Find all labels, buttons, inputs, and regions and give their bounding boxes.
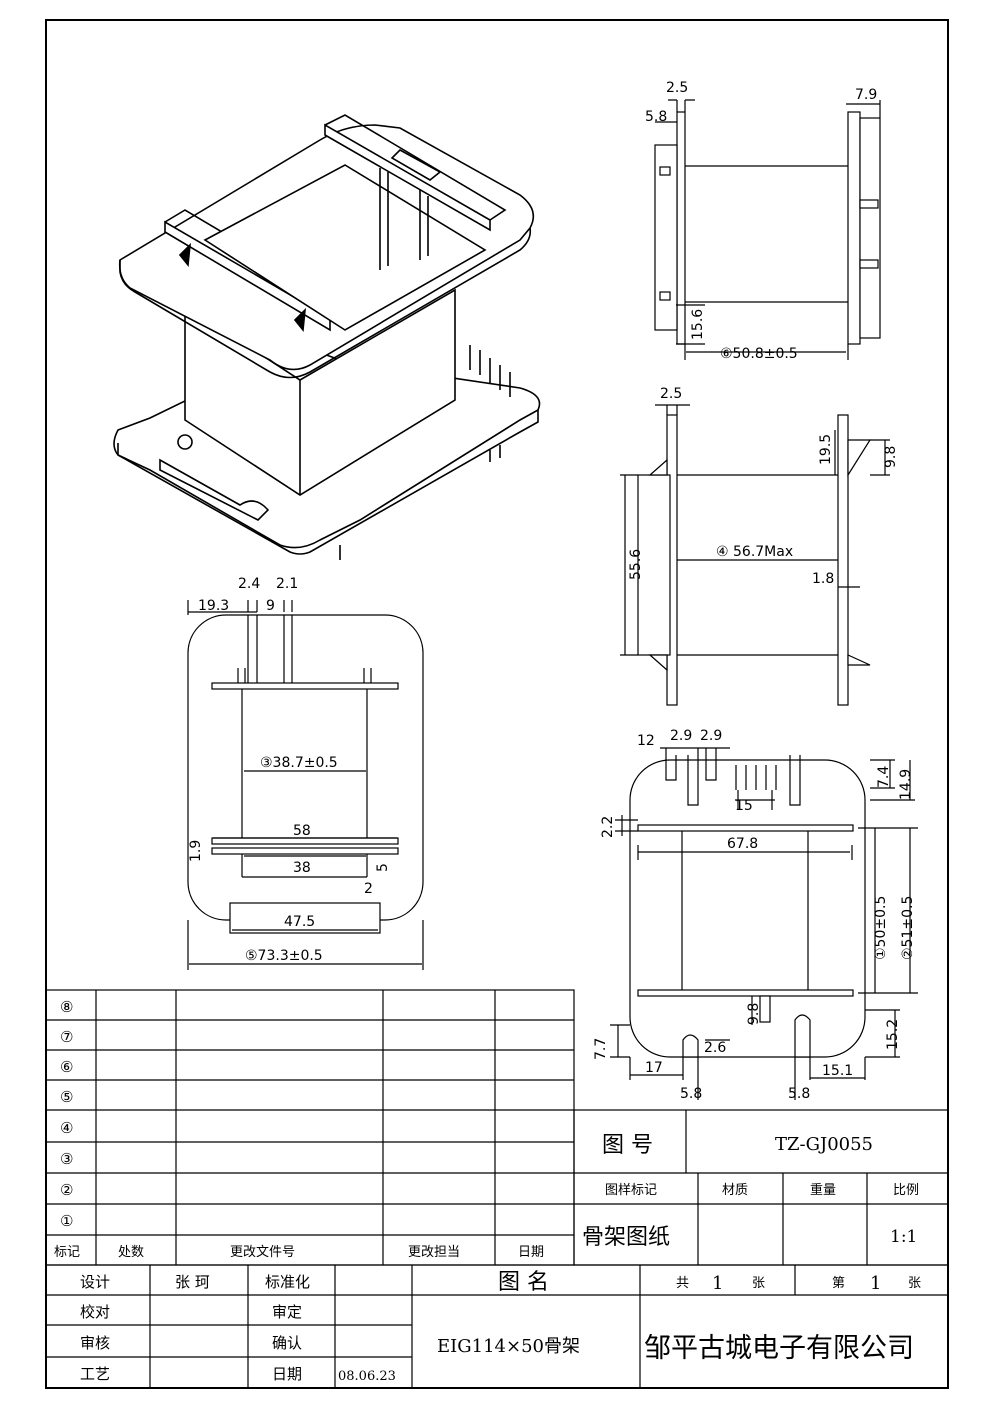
col-header: 重量: [810, 1182, 836, 1198]
rev-row-mark: ⑤: [60, 1088, 73, 1106]
row-label: 工艺: [80, 1365, 110, 1383]
front-dim-0: 2.5: [660, 386, 682, 402]
bottom-dim-17: 15.1: [822, 1063, 853, 1079]
top-dim-6: 38: [293, 860, 311, 876]
row-label2: 日期: [272, 1365, 302, 1383]
bottom-dim-12: 7.7: [593, 1038, 609, 1060]
front-dim-1: 19.5: [818, 434, 834, 465]
rev-row-mark: ⑦: [60, 1028, 73, 1046]
row-label: 设计: [80, 1273, 110, 1291]
top-dim-5: 58: [293, 823, 311, 839]
bottom-view: [610, 747, 918, 1100]
bottom-dim-13: 2.6: [704, 1040, 726, 1056]
top-dim-9: 2: [364, 881, 373, 897]
bottom-dim-11: 15.2: [885, 1019, 901, 1050]
side-dim-1: 5.8: [645, 109, 667, 125]
scale-value: 1:1: [890, 1227, 917, 1247]
bottom-dim-10: 9.8: [746, 1003, 762, 1025]
rev-row-mark: ⑧: [60, 998, 73, 1016]
front-dim-3: 55.6: [628, 549, 644, 580]
sheets-page-unit: 张: [908, 1276, 921, 1291]
row-value2: 08.06.23: [338, 1369, 396, 1384]
bottom-dim-6: 2.2: [600, 816, 616, 838]
bottom-dim-5: 15: [735, 798, 753, 814]
side-dim-2: 7.9: [855, 87, 877, 103]
drawing-name: EIG114×50骨架: [437, 1336, 580, 1357]
sample-mark: 骨架图纸: [582, 1225, 670, 1250]
top-dim-4: ③38.7±0.5: [260, 755, 338, 771]
side-dim-0: 2.5: [666, 80, 688, 96]
row-label2: 确认: [272, 1334, 302, 1352]
rev-header: 更改文件号: [230, 1245, 295, 1260]
drawing-name-label: 图 名: [498, 1270, 549, 1295]
front-dim-2: 9.8: [883, 446, 899, 468]
front-dim-5: 1.8: [812, 571, 834, 587]
bottom-dim-4: 14.9: [898, 769, 914, 800]
front-view: [620, 404, 890, 706]
top-view: [187, 600, 424, 970]
drawing-no-label: 图 号: [602, 1133, 653, 1158]
bottom-dim-7: 67.8: [727, 836, 758, 852]
row-label: 审核: [80, 1334, 110, 1352]
drawing-no: TZ-GJ0055: [775, 1134, 873, 1155]
bottom-dim-16: 5.8: [788, 1086, 810, 1102]
row-label: 校对: [80, 1303, 110, 1321]
bottom-dim-0: 12: [637, 733, 655, 749]
top-dim-7: 1.9: [188, 840, 204, 862]
rev-header: 更改担当: [408, 1245, 460, 1260]
revision-table-grid: [45, 989, 575, 1266]
bottom-dim-9: ②51±0.5: [900, 896, 916, 960]
company-name: 邹平古城电子有限公司: [644, 1333, 914, 1364]
bottom-dim-15: 5.8: [680, 1086, 702, 1102]
col-header: 比例: [893, 1183, 919, 1198]
bottom-dim-1: 2.9: [670, 728, 692, 744]
sheets-total-pre: 共: [676, 1276, 689, 1291]
row-value: 张 珂: [175, 1273, 210, 1291]
top-dim-1: 2.1: [276, 576, 298, 592]
rev-header: 处数: [118, 1245, 144, 1260]
sheets-page: 1: [870, 1273, 881, 1294]
rev-row-mark: ④: [60, 1119, 73, 1137]
front-dim-4: ④ 56.7Max: [716, 544, 793, 560]
row-label2: 审定: [272, 1303, 302, 1321]
bottom-dim-14: 17: [645, 1060, 663, 1076]
side-dim-4: ⑥50.8±0.5: [720, 346, 798, 362]
sheets-page-pre: 第: [832, 1276, 845, 1291]
top-dim-11: ⑤73.3±0.5: [245, 948, 323, 964]
sheets-total: 1: [712, 1273, 723, 1294]
top-dim-3: 9: [266, 598, 275, 614]
side-view: [654, 99, 881, 360]
bottom-dim-3: 7.4: [876, 766, 892, 788]
top-dim-8: 5: [375, 863, 391, 872]
rev-row-mark: ⑥: [60, 1058, 73, 1076]
rev-row-mark: ③: [60, 1150, 73, 1168]
rev-header: 日期: [518, 1245, 544, 1260]
isometric-view: [113, 114, 541, 560]
top-dim-2: 19.3: [198, 598, 229, 614]
rev-header: 标记: [54, 1245, 80, 1260]
sheets-total-unit: 张: [752, 1276, 765, 1291]
col-header: 图样标记: [605, 1183, 657, 1198]
row-label2: 标准化: [265, 1273, 310, 1291]
col-header: 材质: [722, 1183, 748, 1198]
top-dim-10: 47.5: [284, 914, 315, 930]
top-dim-0: 2.4: [238, 576, 260, 592]
side-dim-3: 15.6: [690, 309, 706, 340]
bottom-dim-8: ①50±0.5: [873, 896, 889, 960]
rev-row-mark: ②: [60, 1181, 73, 1199]
rev-row-mark: ①: [60, 1212, 73, 1230]
bottom-dim-2: 2.9: [700, 728, 722, 744]
bottom-block-grid: [45, 1264, 949, 1389]
